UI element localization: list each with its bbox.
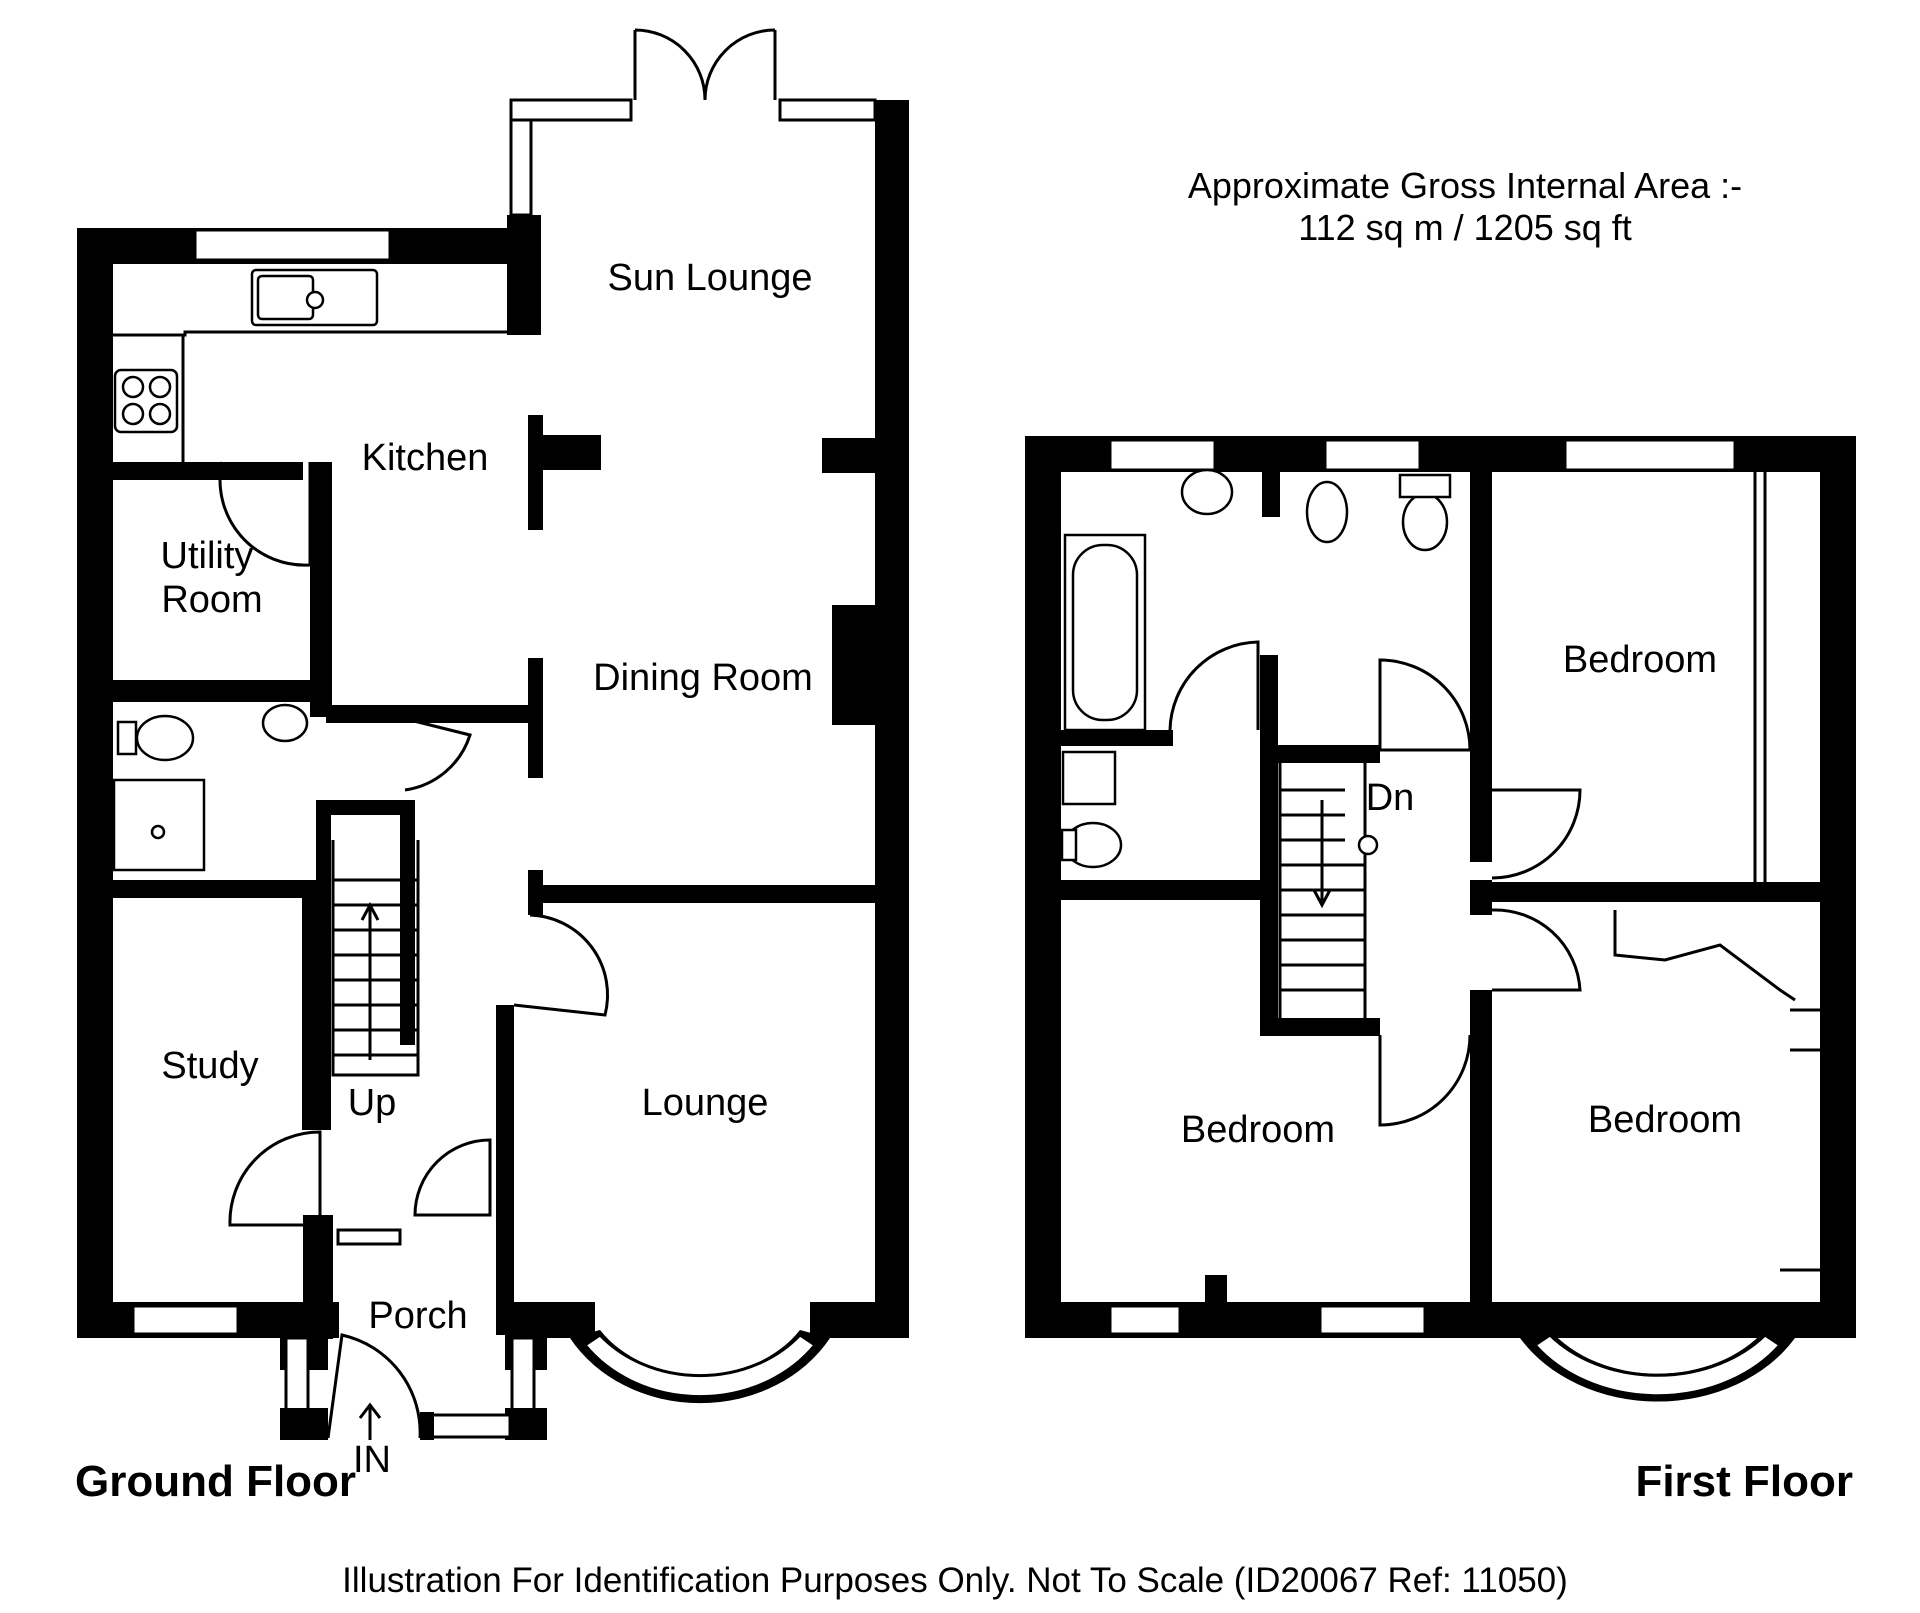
bedroom-front-left-label: Bedroom: [1181, 1109, 1335, 1151]
ground-floor-title: Ground Floor: [75, 1457, 356, 1506]
area-line-2: 112 sq m / 1205 sq ft: [1298, 207, 1632, 248]
in-label: IN: [353, 1439, 391, 1481]
study-label: Study: [161, 1045, 258, 1087]
first-stairs: [1278, 763, 1379, 1018]
sun-lounge-label: Sun Lounge: [608, 257, 813, 299]
bedroom-front-right-label: Bedroom: [1588, 1099, 1742, 1141]
dn-label: Dn: [1366, 777, 1415, 819]
ground-stairs: [331, 840, 420, 1077]
porch-label: Porch: [368, 1295, 467, 1337]
area-line-1: Approximate Gross Internal Area :-: [1188, 165, 1742, 206]
kitchen-label: Kitchen: [362, 437, 489, 479]
dining-room-label: Dining Room: [593, 657, 813, 699]
up-label: Up: [348, 1082, 397, 1124]
bedroom-rear-label: Bedroom: [1563, 639, 1717, 681]
utility-label-1: Utility: [161, 535, 254, 577]
utility-label-2: Room: [161, 579, 262, 621]
ground-floor-plan: [77, 28, 909, 1440]
lounge-label: Lounge: [642, 1082, 769, 1124]
first-floor-plan: [1025, 436, 1856, 1402]
footer-note: Illustration For Identification Purposes…: [342, 1561, 1568, 1600]
first-floor-title: First Floor: [1635, 1457, 1853, 1506]
